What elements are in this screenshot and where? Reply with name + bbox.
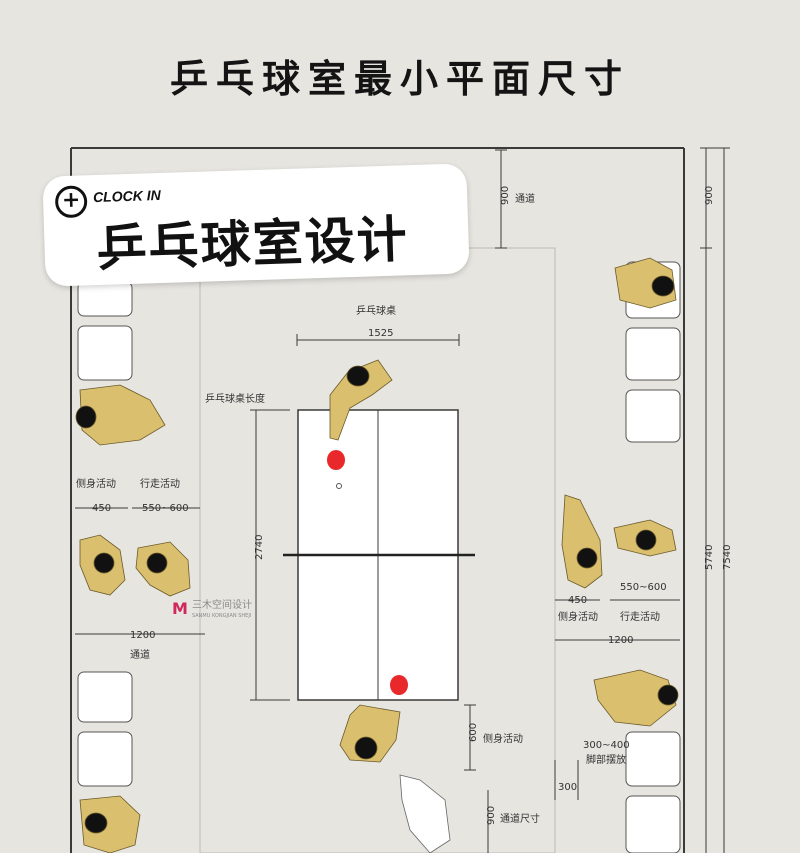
page-title: 乒乓球室最小平面尺寸 [169,57,630,101]
dim-bottom-600: 600 [468,723,479,742]
balls [327,450,408,695]
watermark-en: SANMU KONGJIAN SHEJI [192,613,251,619]
dim-left-450: 450 [92,503,111,514]
label-right-side: 侧身活动 [558,610,598,623]
dim-total-7540: 7540 [722,545,733,570]
dim-right-450: 450 [568,595,587,606]
label-left-side: 侧身活动 [76,477,116,490]
labels: 通道 乒乓球桌 乒乓球桌长度 侧身活动 行走活动 侧身活动 行走活动 通道 侧身… [76,186,733,825]
label-right-walk: 行走活动 [620,610,660,623]
watermark-cn: 三木空间设计 [192,598,252,611]
dimension-lines [75,147,730,853]
badge-small-text: CLOCK IN [92,186,161,206]
dim-total-5740: 5740 [704,545,715,570]
badge-title: 乒乓球室设计 [95,210,410,279]
dim-top-900: 900 [500,186,511,205]
dim-right-1200: 1200 [608,635,633,646]
plus-circle-icon: + [54,185,88,219]
clock-in-badge: + CLOCK IN 乒乓球室设计 [42,163,470,287]
label-tongdao-size: 通道尺寸 [500,812,540,825]
label-tongdao-top: 通道 [515,192,535,205]
label-left-tongdao: 通道 [130,648,150,661]
dim-right-300: 300 [558,782,577,793]
watermark-logo: M [172,599,188,618]
dim-right-550-600: 550~600 [620,582,667,593]
dim-table-width: 1525 [368,328,393,339]
label-foot-place-1: 300~400 [583,740,630,751]
player-figures [75,257,679,853]
ping-pong-table [283,409,475,701]
label-bottom-side: 侧身活动 [483,732,523,745]
label-table: 乒乓球桌 [356,304,396,317]
dim-table-length: 2740 [254,535,265,560]
dim-left-1200: 1200 [130,630,155,641]
dim-bottom-900: 900 [486,806,497,825]
label-foot-place-2: 脚部摆放 [586,753,626,766]
dim-left-550-600: 550~600 [142,503,189,514]
dim-right-900: 900 [704,186,715,205]
label-left-walk: 行走活动 [140,477,180,490]
label-table-length: 乒乓球桌长度 [205,392,265,405]
watermark: M 三木空间设计 SANMU KONGJIAN SHEJI [172,598,252,619]
benches [77,261,681,853]
